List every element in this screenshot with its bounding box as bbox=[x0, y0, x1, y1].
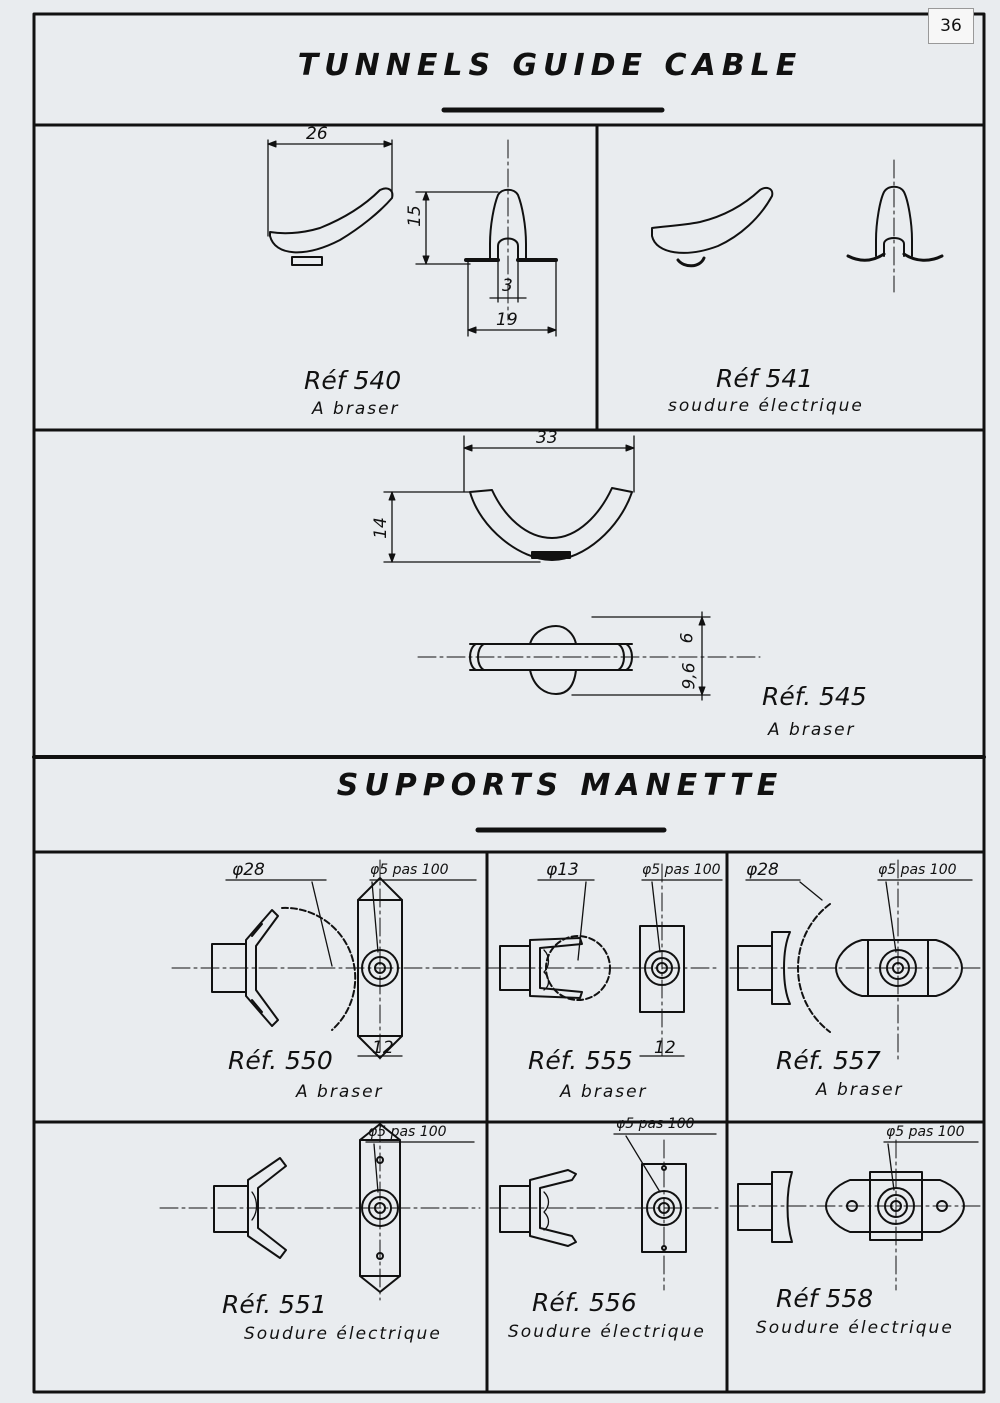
dim-550-diameter: φ28 bbox=[232, 860, 265, 880]
note-558: Soudure électrique bbox=[756, 1318, 954, 1338]
ref-550: Réf. 550 bbox=[228, 1046, 333, 1075]
dim-555-diameter: φ13 bbox=[546, 860, 579, 880]
dim-545-thickness: 6 bbox=[677, 632, 698, 644]
part-540-drawing bbox=[267, 139, 558, 337]
ref-558: Réf 558 bbox=[776, 1284, 874, 1313]
dim-551-hole: φ5 pas 100 bbox=[368, 1124, 447, 1140]
dim-540-width: 26 bbox=[306, 124, 328, 144]
note-555: A braser bbox=[560, 1082, 648, 1102]
dim-540-slot: 3 bbox=[502, 276, 513, 296]
ref-555: Réf. 555 bbox=[528, 1046, 633, 1075]
dim-555-hole: φ5 pas 100 bbox=[642, 862, 721, 878]
part-541-drawing bbox=[651, 159, 944, 293]
ref-551: Réf. 551 bbox=[222, 1290, 327, 1319]
note-550: A braser bbox=[296, 1082, 384, 1102]
dim-555-width: 12 bbox=[654, 1038, 676, 1058]
note-540: A braser bbox=[312, 399, 400, 419]
note-556: Soudure électrique bbox=[508, 1322, 706, 1342]
section-title-tunnels: TUNNELS GUIDE CABLE bbox=[297, 48, 803, 83]
part-556-drawing bbox=[489, 1133, 721, 1291]
dim-540-base: 19 bbox=[496, 310, 518, 330]
dim-557-hole: φ5 pas 100 bbox=[878, 862, 957, 878]
part-555-drawing bbox=[487, 863, 723, 1061]
dim-557-diameter: φ28 bbox=[746, 860, 779, 880]
dim-545-width: 33 bbox=[536, 428, 558, 448]
ref-545: Réf. 545 bbox=[762, 682, 867, 711]
part-557-drawing bbox=[729, 859, 981, 1061]
note-557: A braser bbox=[816, 1080, 904, 1100]
dim-545-tab: 9,6 bbox=[679, 662, 700, 690]
note-551: Soudure électrique bbox=[244, 1324, 442, 1344]
part-558-drawing bbox=[729, 1139, 981, 1291]
part-545-drawing bbox=[383, 435, 761, 701]
note-545: A braser bbox=[768, 720, 856, 740]
part-550-drawing bbox=[171, 859, 481, 1061]
dim-550-width: 12 bbox=[372, 1038, 394, 1058]
dim-545-height: 14 bbox=[370, 517, 391, 539]
dim-550-hole: φ5 pas 100 bbox=[370, 862, 449, 878]
ref-556: Réf. 556 bbox=[532, 1288, 637, 1317]
page-number: 36 bbox=[928, 8, 974, 44]
part-551-drawing bbox=[159, 1123, 481, 1301]
section-title-supports: SUPPORTS MANETTE bbox=[336, 768, 784, 803]
ref-557: Réf. 557 bbox=[776, 1046, 881, 1075]
ref-540: Réf 540 bbox=[304, 366, 402, 395]
note-541: soudure électrique bbox=[668, 396, 864, 416]
dim-556-hole: φ5 pas 100 bbox=[616, 1116, 695, 1132]
frame bbox=[32, 12, 986, 1394]
dim-540-height: 15 bbox=[404, 205, 425, 227]
ref-541: Réf 541 bbox=[716, 364, 814, 393]
dim-558-hole: φ5 pas 100 bbox=[886, 1124, 965, 1140]
